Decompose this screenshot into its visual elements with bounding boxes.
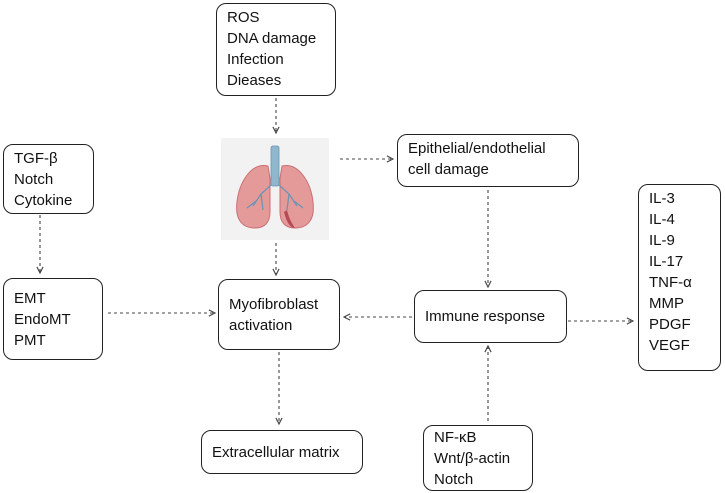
nfkb: NF-κB xyxy=(434,428,477,446)
lungs-icon xyxy=(221,138,329,240)
emt: EMT xyxy=(14,289,46,307)
cytokine-il9: IL-9 xyxy=(649,232,675,249)
cytokine-il3: IL-3 xyxy=(649,190,675,207)
cytokine-tnf-alpha: TNF-α xyxy=(649,274,692,291)
trigger-infection: Infection xyxy=(227,51,284,68)
nfkb-notch: Notch xyxy=(434,470,474,488)
cytokine-vegf: VEGF xyxy=(649,337,690,354)
nfkb-box: NF-κB Wnt/β-actin Notch xyxy=(423,425,533,491)
cytokine-mmp: MMP xyxy=(649,295,684,312)
tgf-box: TGF-β Notch Cytokine xyxy=(3,144,94,214)
epithelial-damage-box: Epithelial/endothelial cell damage xyxy=(397,134,579,187)
wnt-beta-actin: Wnt/β-actin xyxy=(434,449,511,467)
trigger-dna-damage: DNA damage xyxy=(227,30,317,47)
tgf-cytokine: Cytokine xyxy=(14,192,73,209)
pmt: PMT xyxy=(14,331,46,349)
cytokines-box: IL-3 IL-4 IL-9 IL-17 TNF-α MMP PDGF VEGF xyxy=(638,184,721,371)
myofibroblast-line-2: activation xyxy=(229,316,293,334)
cytokine-pdgf: PDGF xyxy=(649,316,691,333)
myofibroblast-line-1: Myofibroblast xyxy=(229,295,319,313)
extracellular-matrix-box: Extracellular matrix xyxy=(201,430,363,474)
tgf-beta: TGF-β xyxy=(14,150,58,167)
tgf-notch: Notch xyxy=(14,171,54,188)
trigger-diseases: Dieases xyxy=(227,72,282,89)
epithelial-line-2: cell damage xyxy=(408,161,489,178)
cytokine-il4: IL-4 xyxy=(649,211,675,228)
immune-response-label: Immune response xyxy=(425,308,546,325)
myofibroblast-box: Myofibroblast activation xyxy=(218,279,340,350)
endomt: EndoMT xyxy=(14,310,71,328)
emt-box: EMT EndoMT PMT xyxy=(3,278,103,360)
trigger-ros: ROS xyxy=(227,9,260,26)
cytokine-il17: IL-17 xyxy=(649,253,684,270)
epithelial-line-1: Epithelial/endothelial xyxy=(408,140,546,157)
triggers-box: ROS DNA damage Infection Dieases xyxy=(216,3,336,96)
immune-response-box: Immune response xyxy=(414,290,567,343)
extracellular-matrix-label: Extracellular matrix xyxy=(212,443,340,461)
